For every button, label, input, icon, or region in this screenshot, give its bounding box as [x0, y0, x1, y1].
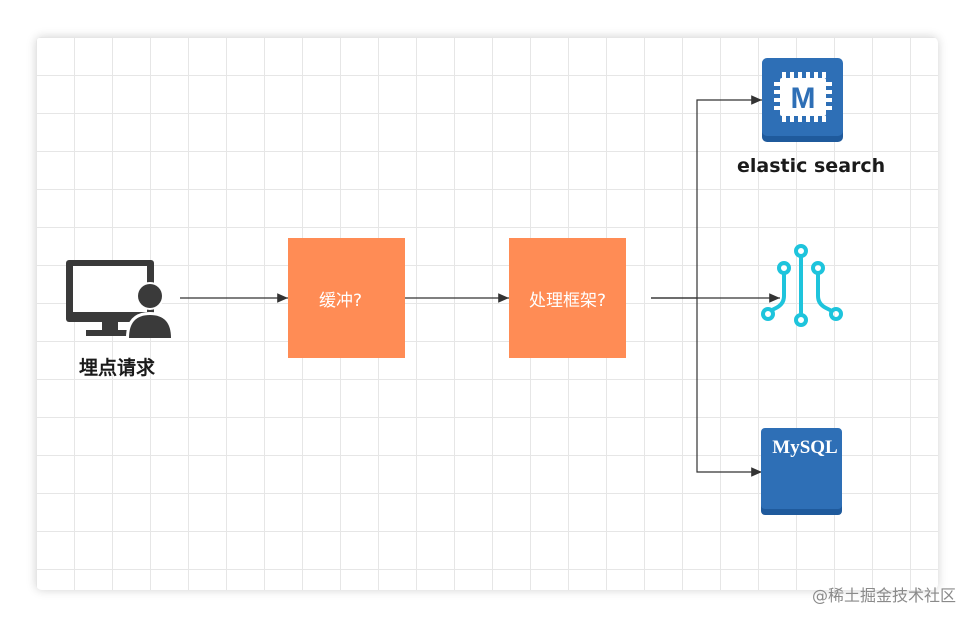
edge-framework-to-es [651, 95, 762, 299]
edge-framework-to-mysql [696, 298, 762, 477]
client-label: 埋点请求 [79, 357, 156, 379]
buffer-box[interactable]: 缓冲? [288, 238, 405, 358]
es-icon-letter: M [791, 82, 816, 115]
es-label: elastic search [737, 155, 886, 177]
framework-label: 处理框架? [528, 290, 607, 311]
user-computer-icon [66, 260, 174, 338]
watermark: @稀土掘金技术社区 [811, 586, 956, 605]
buffer-label: 缓冲? [318, 290, 363, 311]
processing-framework-box[interactable]: 处理框架? [509, 238, 626, 358]
mysql-database-icon[interactable]: MySQL [760, 428, 844, 518]
mysql-label: MySQL [772, 437, 837, 458]
kafka-network-icon[interactable] [760, 242, 848, 332]
elastic-search-chip-icon[interactable]: M [762, 58, 844, 144]
